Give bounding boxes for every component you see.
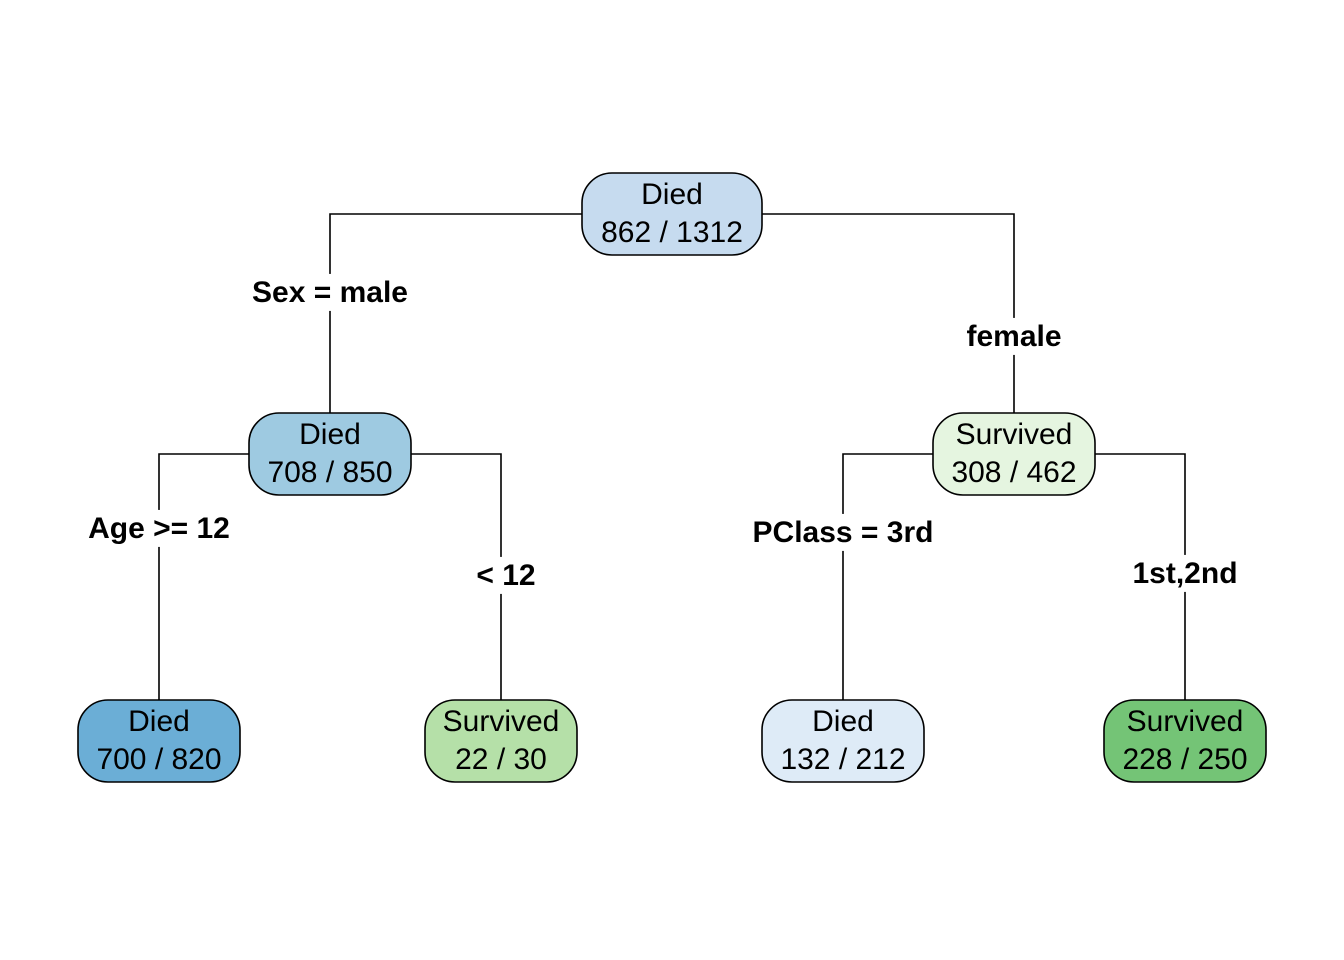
split-label-background: [960, 317, 1068, 355]
split-label-background: [82, 509, 236, 547]
tree-node: Died 132 / 212: [761, 699, 925, 783]
split-label: 1st,2nd: [1132, 557, 1237, 590]
edges: [158, 213, 1186, 700]
node-box: [248, 412, 412, 496]
node-box: [761, 699, 925, 783]
split-label: PClass = 3rd: [753, 516, 934, 549]
node-class-label: Died: [641, 178, 703, 211]
node-box: [424, 699, 578, 783]
split-label-background: [1126, 554, 1244, 592]
node-counts: 862 / 1312: [601, 216, 743, 249]
split-label-background: [470, 556, 542, 594]
tree-node: Died 862 / 1312: [581, 172, 763, 256]
edge-connector: [842, 453, 933, 700]
node-class-label: Survived: [1127, 705, 1244, 738]
edge-connector: [411, 453, 502, 700]
node-counts: 22 / 30: [455, 743, 547, 776]
node-counts: 308 / 462: [951, 456, 1076, 489]
node-counts: 700 / 820: [96, 743, 221, 776]
split-label-background: [746, 513, 940, 551]
split-label: female: [966, 320, 1061, 353]
node-class-label: Died: [128, 705, 190, 738]
split-label: < 12: [476, 559, 535, 592]
tree-node: Died 700 / 820: [77, 699, 241, 783]
node-counts: 228 / 250: [1122, 743, 1247, 776]
edge-connector: [762, 213, 1015, 413]
tree-node: Died 708 / 850: [248, 412, 412, 496]
node-box: [77, 699, 241, 783]
edge-connector: [329, 213, 582, 413]
node-class-label: Died: [812, 705, 874, 738]
tree-node: Survived 22 / 30: [424, 699, 578, 783]
split-label: Sex = male: [252, 276, 408, 309]
split-label: Age >= 12: [88, 512, 230, 545]
node-box: [581, 172, 763, 256]
split-label-background: [246, 273, 414, 311]
tree-node: Survived 228 / 250: [1103, 699, 1267, 783]
node-class-label: Survived: [956, 418, 1073, 451]
edge-connector: [158, 453, 249, 700]
node-class-label: Survived: [443, 705, 560, 738]
node-box: [932, 412, 1096, 496]
edge-connector: [1095, 453, 1186, 700]
node-counts: 132 / 212: [780, 743, 905, 776]
tree-node: Survived 308 / 462: [932, 412, 1096, 496]
node-box: [1103, 699, 1267, 783]
node-class-label: Died: [299, 418, 361, 451]
node-counts: 708 / 850: [267, 456, 392, 489]
